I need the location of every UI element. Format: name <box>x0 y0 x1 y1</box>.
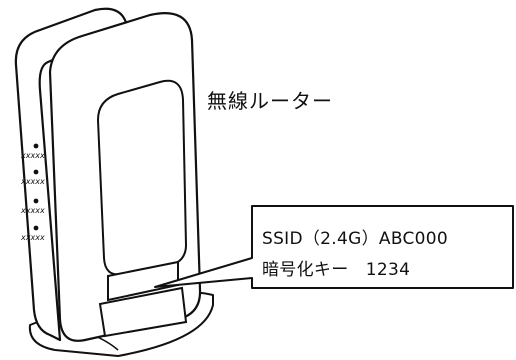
router-title: 無線ルーター <box>207 89 333 113</box>
led-indicator-4 <box>33 225 39 231</box>
led-indicator-1 <box>33 143 39 149</box>
router-side-panel <box>14 7 130 342</box>
router-label-slot <box>98 286 188 338</box>
callout-ssid-text: SSID（2.4G）ABC000 <box>262 229 449 249</box>
router-front-window <box>96 79 188 276</box>
led-indicator-2 <box>33 169 39 175</box>
callout-key-text: 暗号化キー 1234 <box>262 260 411 280</box>
led-label-1: xxxxx <box>20 151 45 160</box>
callout-bubble <box>154 205 514 289</box>
led-label-2: xxxxx <box>20 177 45 186</box>
led-label-3: xxxxx <box>20 206 45 215</box>
led-label-4: xxxxx <box>20 233 45 242</box>
led-indicator-3 <box>33 198 39 204</box>
